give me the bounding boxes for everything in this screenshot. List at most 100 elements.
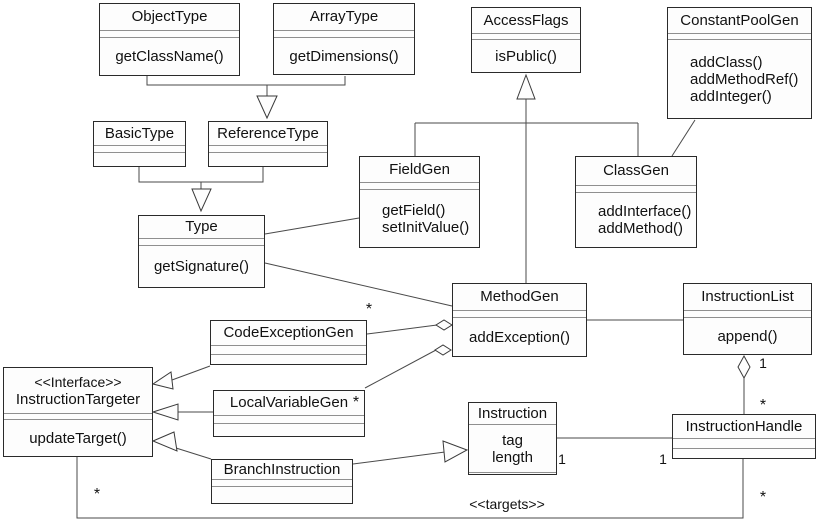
attributes-compartment [94, 146, 185, 153]
relationship-line [171, 365, 211, 381]
class-instructiontargeter: <<Interface>>InstructionTargeter updateTa… [3, 367, 153, 457]
relationship-line [175, 447, 212, 460]
multiplicity-label: * [352, 394, 360, 411]
class-method: setInitValue() [382, 218, 470, 236]
relationship-line [138, 167, 264, 183]
methods-compartment: addInterface()addMethod() [576, 193, 696, 247]
class-name: Type [185, 218, 218, 235]
association-name-label: <<targets>> [469, 496, 545, 512]
class-method: getClassName() [115, 48, 224, 65]
attributes-compartment [139, 239, 264, 246]
relationship-line [264, 217, 360, 235]
attributes-compartment [212, 480, 352, 487]
class-name: BranchInstruction [223, 460, 341, 478]
relationship-line [364, 349, 437, 389]
methods-compartment: isPublic() [472, 40, 580, 72]
methods-compartment: addClass()addMethodRef()addInteger() [668, 40, 811, 118]
class-method: addMethod() [598, 220, 684, 237]
multiplicity-label: 1 [659, 451, 667, 467]
relationship-line [76, 457, 744, 519]
class-objecttype: ObjectType getClassName() [99, 3, 240, 76]
relationship-arrowhead [256, 95, 278, 120]
class-name: InstructionList [701, 288, 794, 305]
relationship-arrowhead [151, 403, 179, 421]
class-method: append() [717, 327, 778, 345]
relationship-arrowhead [151, 431, 178, 452]
relationship-arrowhead [737, 354, 751, 380]
class-name: Instruction [477, 404, 548, 422]
class-name: ClassGen [603, 162, 669, 179]
class-method: getDimensions() [289, 47, 399, 65]
methods-compartment: getClassName() [100, 38, 239, 75]
attributes-compartment [274, 31, 414, 38]
class-arraytype: ArrayType getDimensions() [273, 3, 415, 75]
class-method: addMethodRef() [690, 70, 799, 88]
class-type: Type getSignature() [138, 215, 265, 288]
attributes-compartment [684, 311, 811, 318]
class-name: FieldGen [389, 160, 450, 178]
attributes-compartment [453, 311, 586, 318]
relationship-arrowhead [516, 73, 536, 100]
relationship-arrowhead [435, 319, 453, 331]
methods-compartment: addException() [453, 318, 586, 356]
class-instructionlist: InstructionList append() [683, 283, 812, 355]
class-stereotype: <<Interface>> [34, 373, 122, 390]
relationship-arrowhead [434, 344, 452, 356]
methods-compartment [211, 355, 366, 364]
attributes-compartment [4, 414, 152, 420]
relationship-line [146, 76, 346, 86]
class-method: addClass() [690, 53, 763, 71]
multiplicity-label: * [759, 397, 767, 414]
attributes-compartment [360, 183, 479, 190]
class-name: InstructionHandle [685, 417, 803, 435]
multiplicity-label: 1 [759, 355, 767, 371]
class-name: ObjectType [131, 8, 208, 25]
attributes-compartment [100, 31, 239, 38]
methods-compartment: updateTarget() [4, 420, 152, 456]
methods-compartment: getDimensions() [274, 38, 414, 74]
attributes-compartment [668, 34, 811, 40]
class-method: getSignature() [153, 258, 250, 275]
class-localvariablegen: LocalVariableGen [213, 390, 365, 437]
class-accessflags: AccessFlags isPublic() [471, 7, 581, 73]
methods-compartment [209, 153, 327, 166]
class-name: AccessFlags [483, 11, 569, 29]
methods-compartment [214, 424, 364, 436]
class-name: BasicType [104, 124, 175, 142]
attributes-compartment [211, 346, 366, 355]
multiplicity-label: * [365, 301, 373, 318]
class-name: MethodGen [480, 288, 559, 305]
class-instructionhandle: InstructionHandle [672, 414, 816, 459]
class-method: updateTarget() [29, 429, 127, 447]
class-classgen: ClassGen addInterface()addMethod() [575, 156, 697, 248]
class-referencetype: ReferenceType [208, 121, 328, 167]
methods-compartment: getField()setInitValue() [360, 190, 479, 247]
attributes-compartment [576, 186, 696, 193]
class-constantpoolgen: ConstantPoolGen addClass()addMethodRef()a… [667, 7, 812, 119]
class-codeexceptiongen: CodeExceptionGen [210, 320, 367, 365]
methods-compartment [673, 449, 815, 458]
multiplicity-label: * [759, 489, 767, 506]
class-name: ConstantPoolGen [680, 11, 799, 29]
relationship-line [264, 262, 453, 307]
relationship-arrowhead [442, 440, 469, 463]
class-name: LocalVariableGen [229, 394, 349, 411]
class-name: ArrayType [309, 8, 379, 25]
relationship-arrowhead [151, 371, 174, 390]
class-name: InstructionTargeter [15, 390, 141, 408]
attributes-compartment [673, 439, 815, 449]
methods-compartment [469, 473, 556, 474]
attributes-compartment [209, 146, 327, 153]
class-method: addInterface() [598, 203, 692, 220]
relationship-line [366, 324, 438, 335]
relationship-line [352, 451, 446, 465]
relationship-line [671, 119, 696, 157]
methods-compartment [212, 487, 352, 503]
multiplicity-label: * [93, 486, 101, 503]
class-fieldgen: FieldGen getField()setInitValue() [359, 156, 480, 248]
class-branchinstruction: BranchInstruction [211, 459, 353, 504]
class-attribute: length [492, 448, 533, 466]
